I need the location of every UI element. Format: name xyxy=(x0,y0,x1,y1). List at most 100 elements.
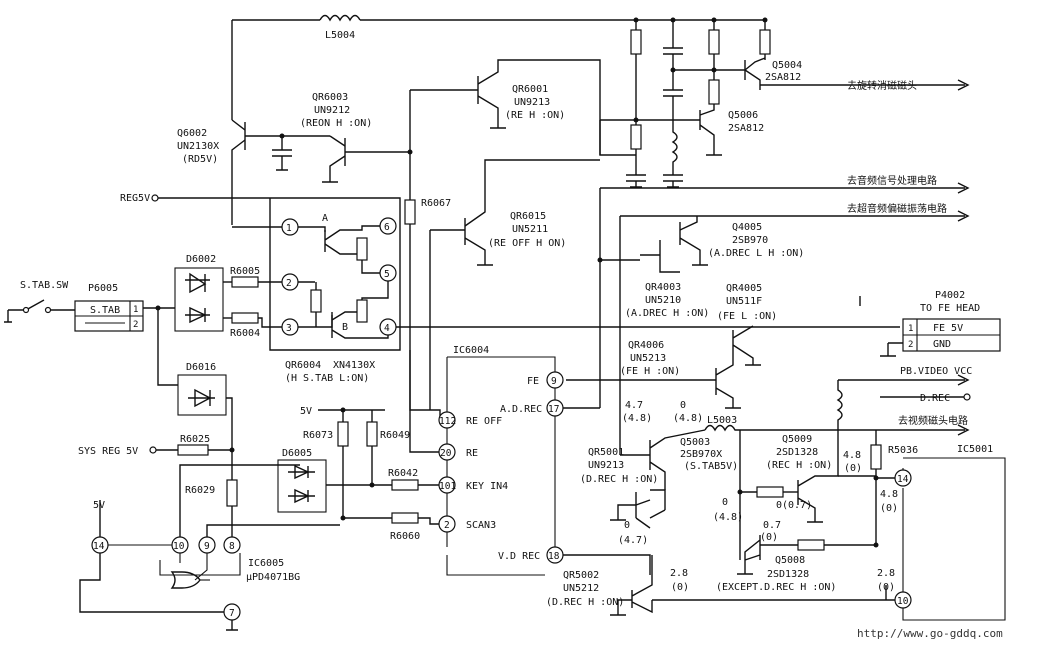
p6005-pin1: 1 xyxy=(133,305,138,315)
v-07b: 0.7 xyxy=(763,520,781,531)
v-0d: 0 xyxy=(776,500,782,511)
v-0b: 0 xyxy=(624,520,630,531)
v-0e: (0) xyxy=(760,532,778,543)
v5-label-b: 5V xyxy=(300,406,312,417)
qr6003-part: UN9212 xyxy=(314,105,350,116)
p4002-title: TO FE HEAD xyxy=(920,303,980,314)
pin-scan3-label: SCAN3 xyxy=(466,520,496,531)
watermark-url: http://www.go-gddq.com xyxy=(857,627,1003,640)
v-0a: 0 xyxy=(680,400,686,411)
v-48d: 4.8 xyxy=(843,450,861,461)
ic6004 xyxy=(438,356,600,576)
q5004-part: 2SA812 xyxy=(765,72,801,83)
ic6004-label: IC6004 xyxy=(453,345,489,356)
l5004-label: L5004 xyxy=(325,30,355,41)
qr5002-label: QR5002 xyxy=(563,570,599,581)
ic6004-pin101: 101 xyxy=(439,481,456,492)
pb-video-vcc: PB.VIDEO VCC xyxy=(900,366,972,377)
l5003-label: L5003 xyxy=(707,415,737,426)
qr6003-note: (REON H :ON) xyxy=(300,118,372,129)
ic5001-label: IC5001 xyxy=(957,444,993,455)
qr6015-part: UN5211 xyxy=(512,224,548,235)
ic5001 xyxy=(894,457,1006,621)
r6029-label: R6029 xyxy=(185,485,215,496)
to-bias-oscillator: 去超音频偏磁振荡电路 xyxy=(847,202,947,215)
reg5v-label: REG5V xyxy=(120,193,150,204)
p6005-connector xyxy=(74,300,175,332)
to-audio-circuit: 去音频信号处理电路 xyxy=(847,174,937,187)
qr6001-part: UN9213 xyxy=(514,97,550,108)
qr6001-transistor xyxy=(409,59,601,200)
qr6004-note: (H S.TAB L:ON) xyxy=(285,373,369,384)
reg5v-line xyxy=(151,194,401,351)
pin-keyin4-label: KEY IN4 xyxy=(466,481,508,492)
r6004-label: R6004 xyxy=(230,328,260,339)
q4005-label: Q4005 xyxy=(732,222,762,233)
ic6005-label: IC6005 xyxy=(248,558,284,569)
d6016-label: D6016 xyxy=(186,362,216,373)
ic6004-pin9: 9 xyxy=(551,376,557,387)
qr4003-note: (A.DREC H :ON) xyxy=(625,308,709,319)
q5008-note: (EXCEPT.D.REC H :ON) xyxy=(716,582,836,593)
q4005-note: (A.DREC L H :ON) xyxy=(708,248,804,259)
q5009-part: 2SD1328 xyxy=(776,447,818,458)
qr4006-label: QR4006 xyxy=(628,340,664,351)
r6067-label: R6067 xyxy=(421,198,451,209)
sys-reg-line xyxy=(149,444,238,537)
qr4006-part: UN5213 xyxy=(630,353,666,364)
r6060-label: R6060 xyxy=(390,531,420,542)
r5036-label: R5036 xyxy=(888,445,918,456)
pin-reoff-label: RE OFF xyxy=(466,416,502,427)
qr4003-part: UN5210 xyxy=(645,295,681,306)
pin-adrec-label: A.D.REC xyxy=(500,404,542,415)
ic5001-pin10: 10 xyxy=(897,596,909,607)
qr6004-pin1: 1 xyxy=(286,223,292,234)
pb-video-lines xyxy=(740,374,971,478)
qr6003-transistor xyxy=(322,135,413,183)
v-07a: (0.7) xyxy=(782,500,812,511)
label-a: A xyxy=(322,213,328,224)
v-47b: (4.7) xyxy=(618,535,648,546)
qr6004-pin3: 3 xyxy=(286,323,292,334)
p4002-pin1-num: 1 xyxy=(908,324,913,334)
q6002-note: (RD5V) xyxy=(182,154,218,165)
q5009-label: Q5009 xyxy=(782,434,812,445)
qr6001-label: QR6001 xyxy=(512,84,548,95)
p6005-stab: S.TAB xyxy=(90,305,120,316)
v-0f: (0) xyxy=(844,463,862,474)
v-48c: (4.8) xyxy=(713,512,743,523)
pin-re-label: RE xyxy=(466,448,478,459)
q4005-part: 2SB970 xyxy=(732,235,768,246)
d6002-label: D6002 xyxy=(186,254,216,265)
qr6004-pin5: 5 xyxy=(384,269,390,280)
v-48e: 4.8 xyxy=(880,489,898,500)
ic6005-part: μPD4071BG xyxy=(246,572,300,583)
d6005-block xyxy=(277,350,439,525)
pin-vdrec-label: V.D REC xyxy=(498,551,540,562)
r6067-resistor xyxy=(404,199,441,418)
r6073-label: R6073 xyxy=(303,430,333,441)
qr5001-note: (D.REC H :ON) xyxy=(580,474,658,485)
qr6015-note: (RE OFF H ON) xyxy=(488,238,566,249)
label-b: B xyxy=(342,322,348,333)
right-top-network xyxy=(599,17,970,188)
ic6004-pin2: 2 xyxy=(444,520,450,531)
v5-label-a: 5V xyxy=(93,500,105,511)
q5006-part: 2SA812 xyxy=(728,123,764,134)
ic6005 xyxy=(79,464,340,631)
qr6004-label: QR6004 xyxy=(285,360,321,371)
qr4005-note: (FE L :ON) xyxy=(717,311,777,322)
q5008-label: Q5008 xyxy=(775,555,805,566)
qr4003-label: QR4003 xyxy=(645,282,681,293)
p4002-pin2-label: GND xyxy=(933,339,951,350)
sys-reg-label: SYS REG 5V xyxy=(78,446,138,457)
qr5001-part: UN9213 xyxy=(588,460,624,471)
to-video-head: 去视频磁头电路 xyxy=(898,414,968,427)
ic6005-pin7: 7 xyxy=(229,608,235,619)
qr6004-ic xyxy=(232,217,900,339)
to-bias-line xyxy=(620,210,970,222)
d6016-diodes xyxy=(177,374,233,480)
q5003-part: 2SB970X xyxy=(680,449,722,460)
q5003-note: (S.TAB5V) xyxy=(684,461,738,472)
